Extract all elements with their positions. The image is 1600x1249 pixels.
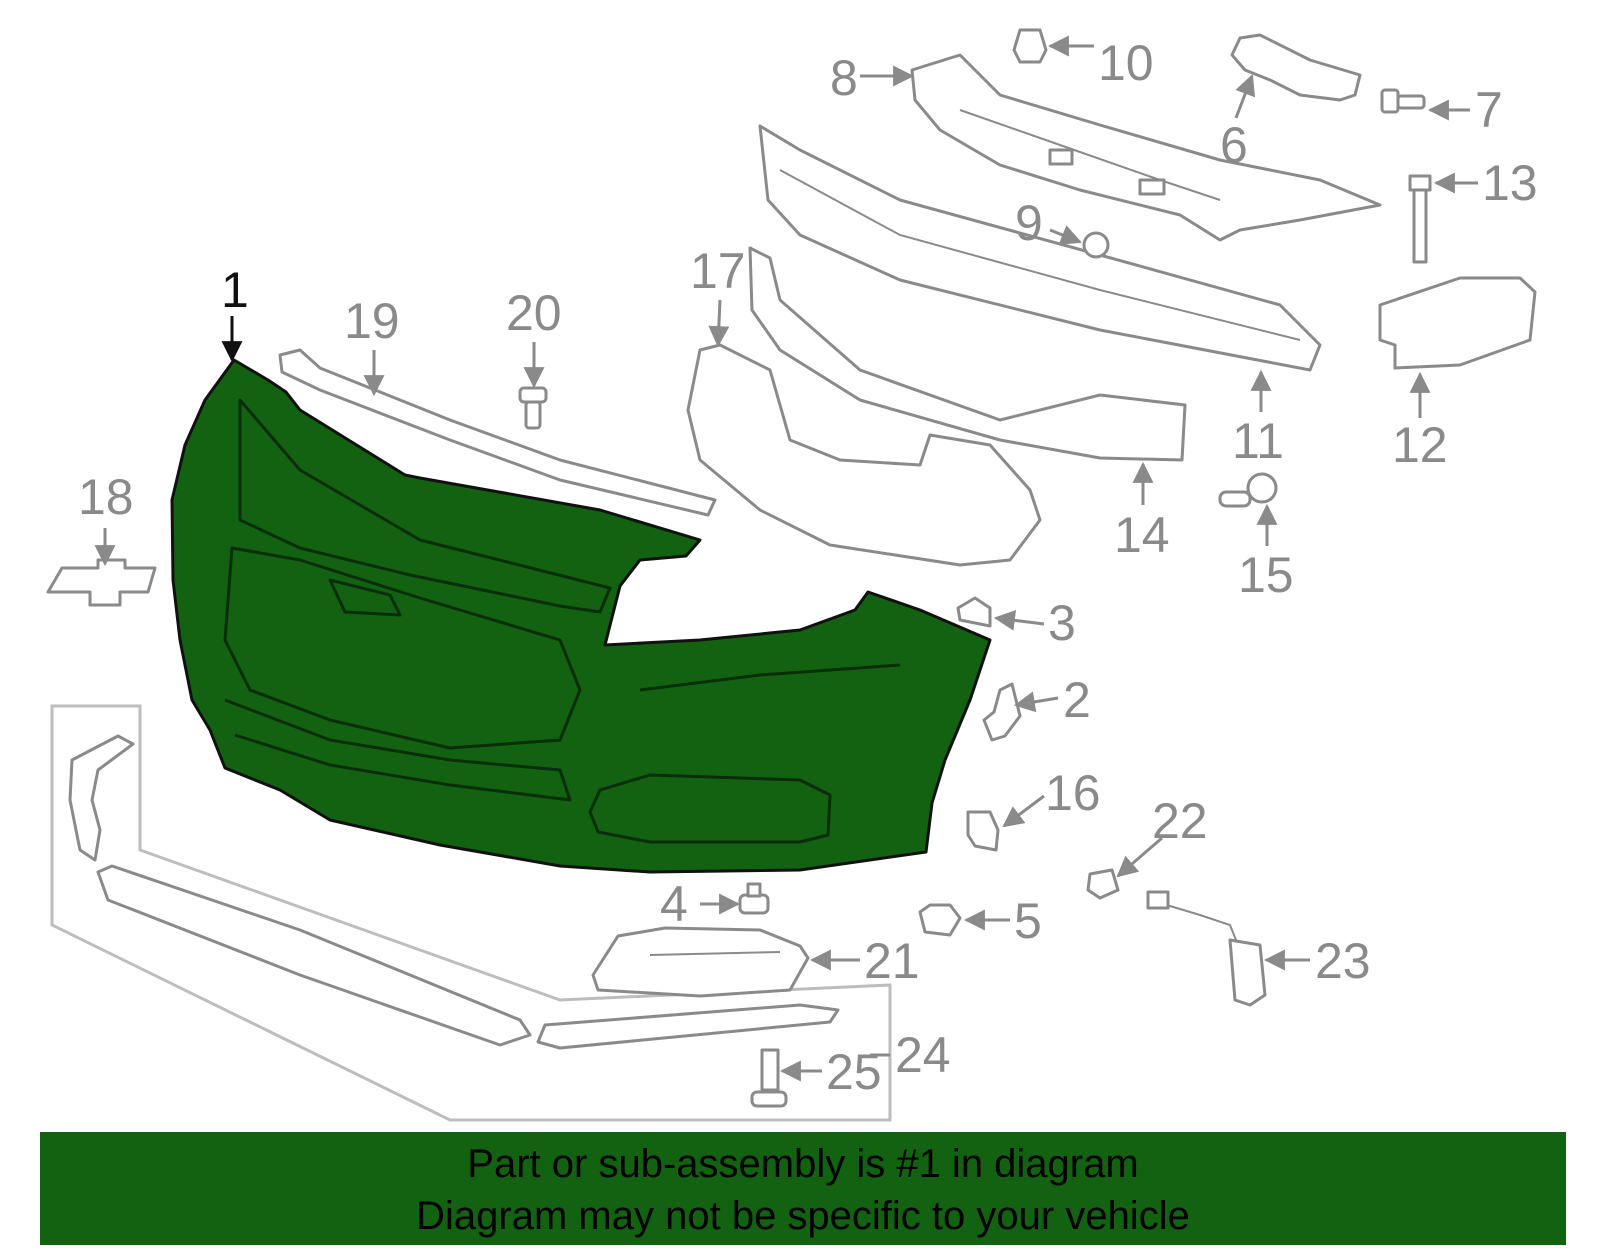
callout-17: 17 xyxy=(690,243,746,299)
part-23-harness[interactable] xyxy=(1146,890,1267,1007)
part-3-clip[interactable] xyxy=(956,596,992,628)
callout-6-arrow xyxy=(1234,74,1256,119)
part-2-bracket[interactable] xyxy=(982,682,1022,742)
callout-1: 1 xyxy=(221,262,249,318)
banner-line-2: Diagram may not be specific to your vehi… xyxy=(416,1194,1190,1238)
callout-10: 10 xyxy=(1098,35,1154,91)
callout-2: 2 xyxy=(1063,672,1091,728)
callout-3: 3 xyxy=(1048,595,1076,651)
part-22-connector[interactable] xyxy=(1086,868,1120,900)
callout-16-arrow xyxy=(1002,794,1045,828)
callout-3-arrow xyxy=(993,609,1045,631)
part-4-nut[interactable] xyxy=(738,882,770,915)
callout-13: 13 xyxy=(1482,155,1538,211)
callout-21: 21 xyxy=(864,933,920,989)
part-15-pin[interactable] xyxy=(1218,472,1278,508)
callout-11: 11 xyxy=(1232,413,1284,469)
part-10-clip[interactable] xyxy=(1012,28,1048,64)
callout-4: 4 xyxy=(660,876,688,932)
part-19-bracket[interactable] xyxy=(278,348,717,517)
callout-22: 22 xyxy=(1152,793,1208,849)
callout-2-arrow xyxy=(1013,691,1059,713)
part-13-bolt[interactable] xyxy=(1408,174,1432,264)
part-24-deflector[interactable] xyxy=(68,734,840,1050)
part-21-bezel[interactable] xyxy=(591,926,810,998)
banner-line-1: Part or sub-assembly is #1 in diagram xyxy=(467,1142,1139,1186)
callout-12: 12 xyxy=(1392,417,1448,473)
callout-18: 18 xyxy=(78,469,134,525)
info-banner: Part or sub-assembly is #1 in diagram Di… xyxy=(40,1132,1566,1245)
callout-7: 7 xyxy=(1475,82,1503,138)
callout-5: 5 xyxy=(1014,893,1042,949)
callout-8: 8 xyxy=(830,50,858,106)
part-20-retainer[interactable] xyxy=(518,386,548,430)
callout-19: 19 xyxy=(344,293,400,349)
callout-17-arrow xyxy=(708,299,730,348)
callout-14: 14 xyxy=(1114,507,1170,563)
part-8-bracket[interactable] xyxy=(910,53,1382,242)
part-7-screw[interactable] xyxy=(1380,88,1426,114)
callout-22-arrow xyxy=(1116,836,1163,878)
callout-9: 9 xyxy=(1015,195,1043,251)
part-17-support[interactable] xyxy=(686,343,1042,567)
part-6-bracket[interactable] xyxy=(1230,33,1362,102)
part-9-nut[interactable] xyxy=(1082,231,1110,259)
callout-24: 24 xyxy=(895,1027,951,1083)
part-1-front-bumper-fascia[interactable] xyxy=(170,358,992,874)
group-box-24 xyxy=(50,704,892,1122)
part-11-impact-bar[interactable] xyxy=(758,124,1322,372)
callout-16: 16 xyxy=(1045,765,1101,821)
part-14-absorber[interactable] xyxy=(748,246,1187,462)
callout-20: 20 xyxy=(506,285,562,341)
callout-25: 25 xyxy=(826,1044,882,1100)
part-12-bracket[interactable] xyxy=(1378,276,1537,370)
callout-9-arrow xyxy=(1049,225,1082,245)
callout-23: 23 xyxy=(1315,933,1371,989)
part-16-bracket[interactable] xyxy=(966,810,1000,852)
part-5-clip[interactable] xyxy=(918,903,962,937)
callout-15: 15 xyxy=(1238,547,1294,603)
callout-6: 6 xyxy=(1220,117,1248,173)
part-18-emblem[interactable] xyxy=(46,558,157,607)
part-25-screw[interactable] xyxy=(750,1048,788,1108)
